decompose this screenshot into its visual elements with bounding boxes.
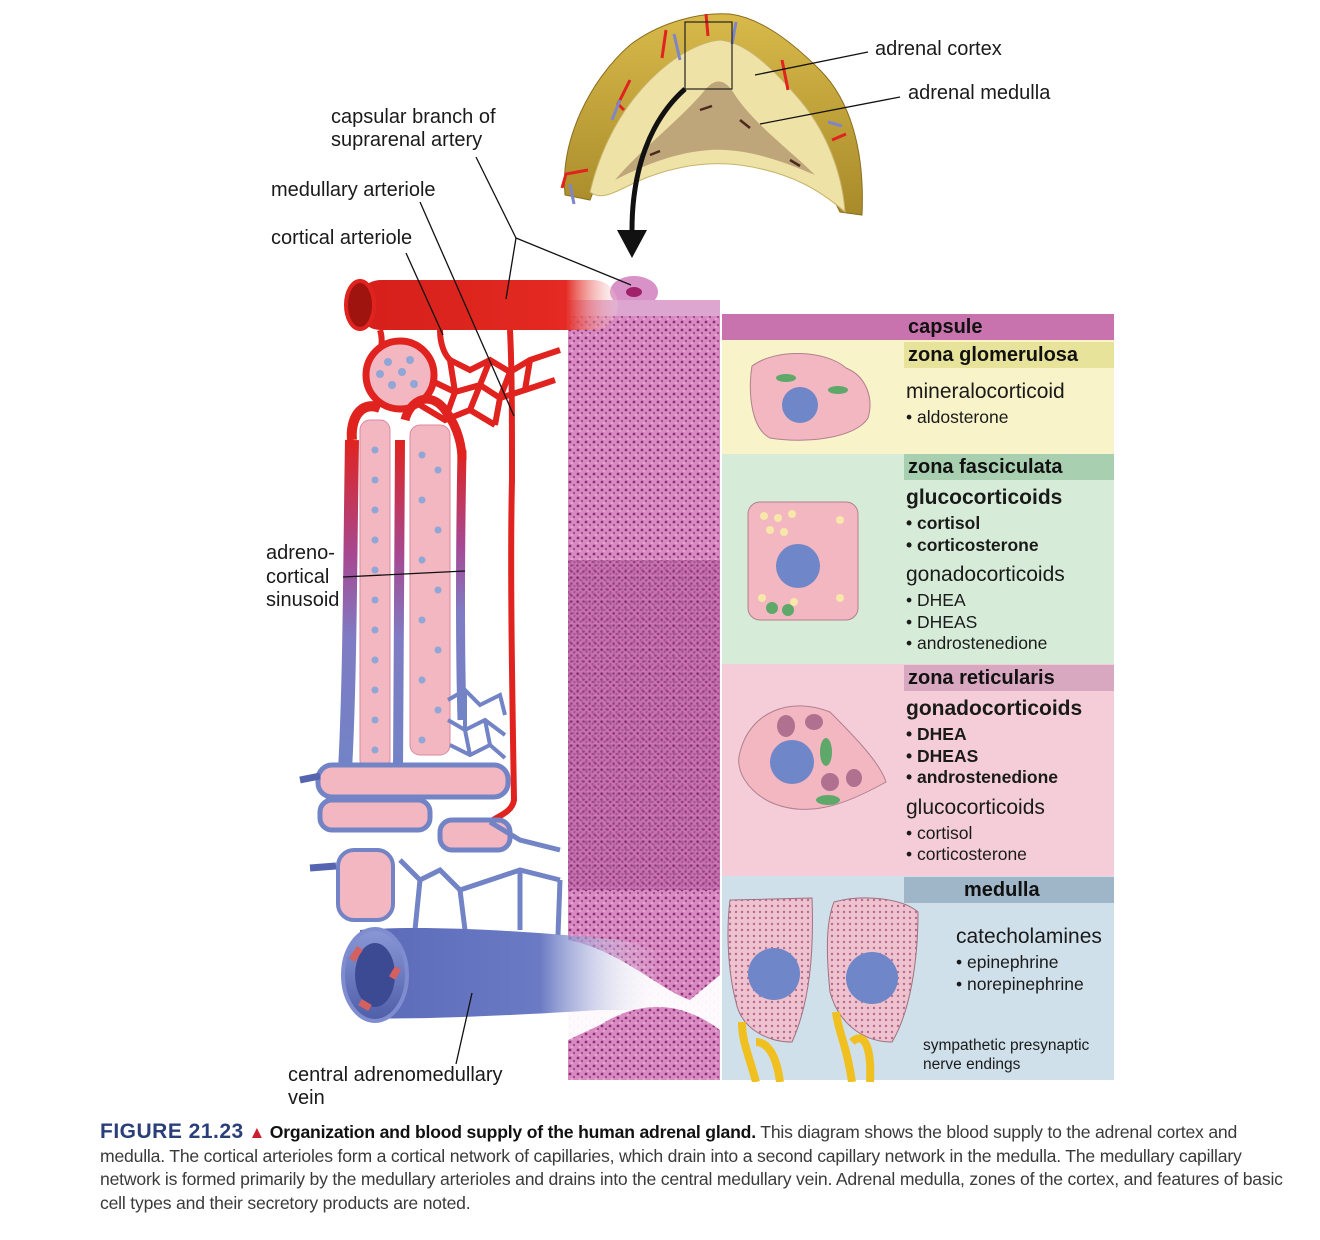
suprarenal-artery xyxy=(356,280,618,330)
medulla-title: medulla xyxy=(964,879,1040,901)
label-adrenal-cortex: adrenal cortex xyxy=(875,38,1002,60)
medulla-item: • norepinephrine xyxy=(956,973,1084,994)
zone-panel: capsule zona glomerulosa mineralocortico… xyxy=(722,314,1114,1082)
fasciculata-group1-heading: glucocorticoids xyxy=(906,486,1063,509)
fasciculata-item: • DHEAS xyxy=(906,611,978,632)
label-sinusoid-line2: cortical xyxy=(266,566,330,588)
fasciculata-cell-cords xyxy=(359,419,451,771)
reticularis-group2-heading: glucocorticoids xyxy=(906,795,1045,819)
sinusoid-column-mid xyxy=(393,439,405,771)
reticularis-item: • androstenedione xyxy=(906,767,1058,787)
fasciculata-group2-heading: gonadocorticoids xyxy=(906,563,1065,586)
central-vein xyxy=(360,928,660,1019)
label-medullary-arteriole: medullary arteriole xyxy=(271,179,436,201)
zoom-arrow-icon xyxy=(629,87,687,231)
label-central-vein-line2: vein xyxy=(288,1087,325,1109)
medulla-item: • epinephrine xyxy=(956,952,1059,972)
cord-nuclei xyxy=(371,446,442,754)
fasciculata-header: zona fasciculata xyxy=(904,454,1114,480)
leader-lines xyxy=(342,51,919,1065)
reticularis-cell-illustration xyxy=(738,705,887,810)
fasciculata-item: • cortisol xyxy=(906,513,981,533)
reticularis-cells xyxy=(315,762,513,922)
medulla-header: medulla xyxy=(904,877,1114,903)
capsule-title: capsule xyxy=(908,316,983,338)
nerve-endings-label: sympathetic presynaptic nerve endings xyxy=(923,1037,1090,1073)
reticularis-network xyxy=(446,687,507,760)
gland-vessels xyxy=(560,13,847,205)
artery-lumen xyxy=(344,279,376,331)
reticularis-item: • DHEAS xyxy=(906,745,979,766)
fasciculata-products: glucocorticoids • cortisol • corticoster… xyxy=(906,487,1065,655)
medulla-cells-illustration xyxy=(727,897,919,1082)
label-capsular-branch-line1: capsular branch of xyxy=(331,106,496,128)
fasciculata-item: • androstenedione xyxy=(906,633,1048,653)
reticularis-item: • corticosterone xyxy=(906,844,1027,864)
capsule-band: capsule xyxy=(722,314,1114,340)
fasciculata-item: • corticosterone xyxy=(906,534,1039,555)
medulla-products: catecholamines • epinephrine • norepinep… xyxy=(956,926,1102,995)
glomerulosa-products: mineralocorticoid • aldosterone xyxy=(906,381,1065,429)
fasciculata-cell-illustration xyxy=(747,501,859,621)
sinusoid-column-left xyxy=(338,439,359,771)
glomerulosa-item: • aldosterone xyxy=(906,407,1009,427)
fasciculata-title: zona fasciculata xyxy=(908,456,1063,478)
label-adrenal-medulla: adrenal medulla xyxy=(908,82,1051,104)
reticularis-header: zona reticularis xyxy=(904,665,1114,691)
figure-caption: FIGURE 21.23 ▲ Organization and blood su… xyxy=(100,1120,1300,1215)
gland-medulla xyxy=(615,81,815,180)
reticularis-item: • DHEA xyxy=(906,724,967,744)
label-sinusoid-line3: sinusoid xyxy=(266,589,340,611)
figure-marker-icon: ▲ xyxy=(248,1123,266,1142)
medulla-group-heading: catecholamines xyxy=(956,925,1102,948)
glomerulosa-title: zona glomerulosa xyxy=(908,344,1079,366)
reticularis-group1-heading: gonadocorticoids xyxy=(906,697,1083,720)
reticularis-title: zona reticularis xyxy=(908,667,1055,689)
zoom-region-box xyxy=(684,21,733,90)
arrow-head-icon xyxy=(617,230,647,258)
figure-number: FIGURE 21.23 xyxy=(100,1120,244,1143)
label-capsular-branch-line2: suprarenal artery xyxy=(331,129,483,151)
medullary-capillaries xyxy=(398,819,563,936)
sinusoid-column-right xyxy=(456,449,467,721)
label-cortical-arteriole: cortical arteriole xyxy=(271,227,413,249)
label-sinusoid-line1: adreno- xyxy=(266,542,335,564)
figure-body: This diagram shows the blood supply to t… xyxy=(100,1122,1283,1213)
label-central-vein-line1: central adrenomedullary xyxy=(288,1064,503,1086)
figure-title: Organization and blood supply of the hum… xyxy=(269,1122,756,1142)
glomerulosa-group-heading: mineralocorticoid xyxy=(906,380,1065,403)
medullary-arteriole xyxy=(488,329,518,825)
fasciculata-item: • DHEA xyxy=(906,590,966,610)
glomerulosa-cell-illustration xyxy=(749,352,871,441)
reticularis-item: • cortisol xyxy=(906,822,973,843)
reticularis-products: gonadocorticoids • DHEA • DHEAS • andros… xyxy=(906,698,1082,866)
glomerulosa-header: zona glomerulosa xyxy=(904,342,1114,368)
